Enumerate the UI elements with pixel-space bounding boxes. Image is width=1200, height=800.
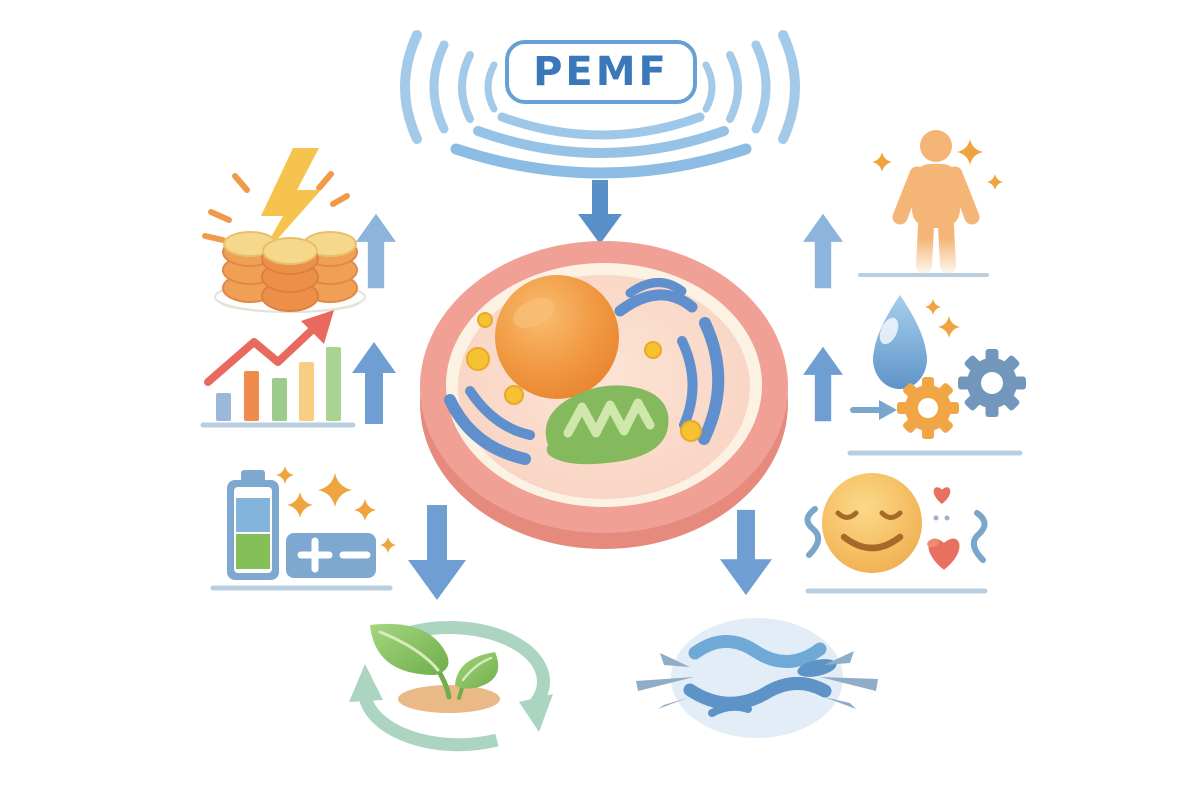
pemf-signal-box: PEMF <box>505 40 697 104</box>
flow-waves <box>683 635 832 717</box>
chart-bars <box>216 347 341 421</box>
calm-face-icon <box>822 473 922 573</box>
vesicles <box>466 312 702 442</box>
up-arrow-energy <box>356 213 396 289</box>
lightning-bolt-icon <box>257 148 321 262</box>
gear-orange-icon <box>897 377 959 439</box>
up-arrow-growth <box>352 342 396 424</box>
cell-icon <box>420 241 788 549</box>
spreading-wave-fan <box>450 112 752 179</box>
spark-rays <box>202 171 350 243</box>
gear-blue-icon <box>958 349 1026 417</box>
calm-face-hearts-icon <box>804 473 988 594</box>
polarity-plate-icon <box>286 533 376 578</box>
down-arrow-pemf-to-cell <box>578 180 622 244</box>
cycle-arrows <box>349 621 553 752</box>
pemf-label: PEMF <box>533 49 669 95</box>
vitality-person-icon <box>858 130 1003 278</box>
battery-icon <box>227 470 279 580</box>
water-flow-oval-icon <box>636 618 878 738</box>
hearts-icon <box>927 487 960 570</box>
motion-spikes <box>636 651 878 709</box>
down-arrow-stress <box>720 509 772 596</box>
down-arrow-battery <box>408 505 466 600</box>
sparkles <box>925 299 960 338</box>
up-arrow-vitality <box>803 213 843 289</box>
endoplasmic-reticulum-icon <box>444 278 725 465</box>
mitochondrion-icon <box>545 385 669 465</box>
pemf-wave-arcs <box>400 30 800 179</box>
seedling-icon <box>370 623 499 700</box>
coin-stacks <box>222 231 358 312</box>
water-drop-gears-icon <box>847 295 1026 456</box>
water-drop-icon <box>873 295 927 390</box>
energy-stacks-lightning-icon <box>202 148 366 313</box>
up-arrow-processes <box>803 346 843 422</box>
battery-polarity-icon <box>210 466 396 591</box>
small-right-arrow <box>850 400 897 420</box>
seedling-renewal-cycle-icon <box>349 621 553 752</box>
growth-bar-chart-icon <box>200 310 356 428</box>
nucleus-icon <box>495 275 619 399</box>
relax-squiggles <box>804 506 988 563</box>
trend-arrow <box>204 310 334 386</box>
